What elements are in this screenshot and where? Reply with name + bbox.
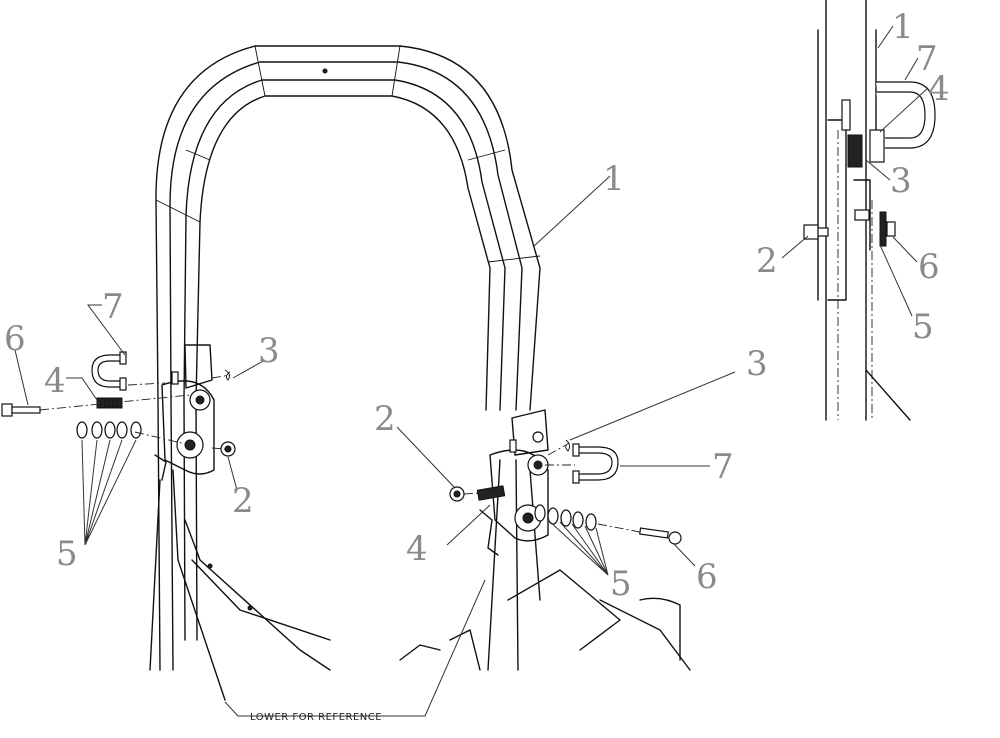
callout-labels: 1 7 4 3 2 6 5 1 3 7 2 4 5 6 7 6 4 3 2 5 bbox=[4, 7, 950, 604]
left-washers bbox=[76, 421, 142, 439]
callout-7-right: 7 bbox=[712, 447, 734, 487]
leader-lines bbox=[14, 25, 929, 717]
side-detail-view bbox=[803, 0, 936, 421]
right-spring bbox=[476, 485, 506, 501]
right-clip bbox=[565, 439, 571, 452]
callout-1-main: 1 bbox=[603, 159, 625, 199]
right-u-pin bbox=[572, 443, 619, 484]
callout-2-right: 2 bbox=[374, 399, 396, 439]
callout-3-right: 3 bbox=[746, 344, 768, 384]
right-hinge-assembly bbox=[479, 409, 549, 556]
callout-5-detail: 5 bbox=[912, 307, 934, 347]
callout-2-detail: 2 bbox=[756, 241, 778, 281]
callout-3-left: 3 bbox=[258, 331, 280, 371]
roll-bar-frame bbox=[149, 45, 691, 701]
left-nut bbox=[220, 441, 236, 457]
left-pin-bolt bbox=[1, 403, 41, 417]
alignment-lines bbox=[39, 374, 641, 533]
right-nut bbox=[449, 486, 465, 502]
left-clip bbox=[224, 369, 231, 381]
callout-6-left: 6 bbox=[4, 319, 26, 359]
callout-5-right: 5 bbox=[610, 564, 632, 604]
callout-4-left: 4 bbox=[44, 361, 66, 401]
lower-for-reference-note: LOWER FOR REFERENCE bbox=[250, 712, 382, 723]
callout-7-detail: 7 bbox=[916, 39, 938, 79]
callout-6-detail: 6 bbox=[918, 247, 940, 287]
right-pin-bolt bbox=[639, 527, 682, 545]
callout-1-detail: 1 bbox=[892, 7, 914, 47]
right-washers bbox=[534, 504, 597, 531]
callout-4-detail: 4 bbox=[928, 69, 950, 109]
callout-2-left: 2 bbox=[232, 481, 254, 521]
callout-7-left: 7 bbox=[102, 287, 124, 327]
left-u-pin bbox=[91, 351, 127, 391]
callout-4-right: 4 bbox=[406, 529, 428, 569]
callout-3-detail: 3 bbox=[890, 161, 912, 201]
callout-6-right: 6 bbox=[696, 557, 718, 597]
callout-5-left: 5 bbox=[56, 534, 78, 574]
